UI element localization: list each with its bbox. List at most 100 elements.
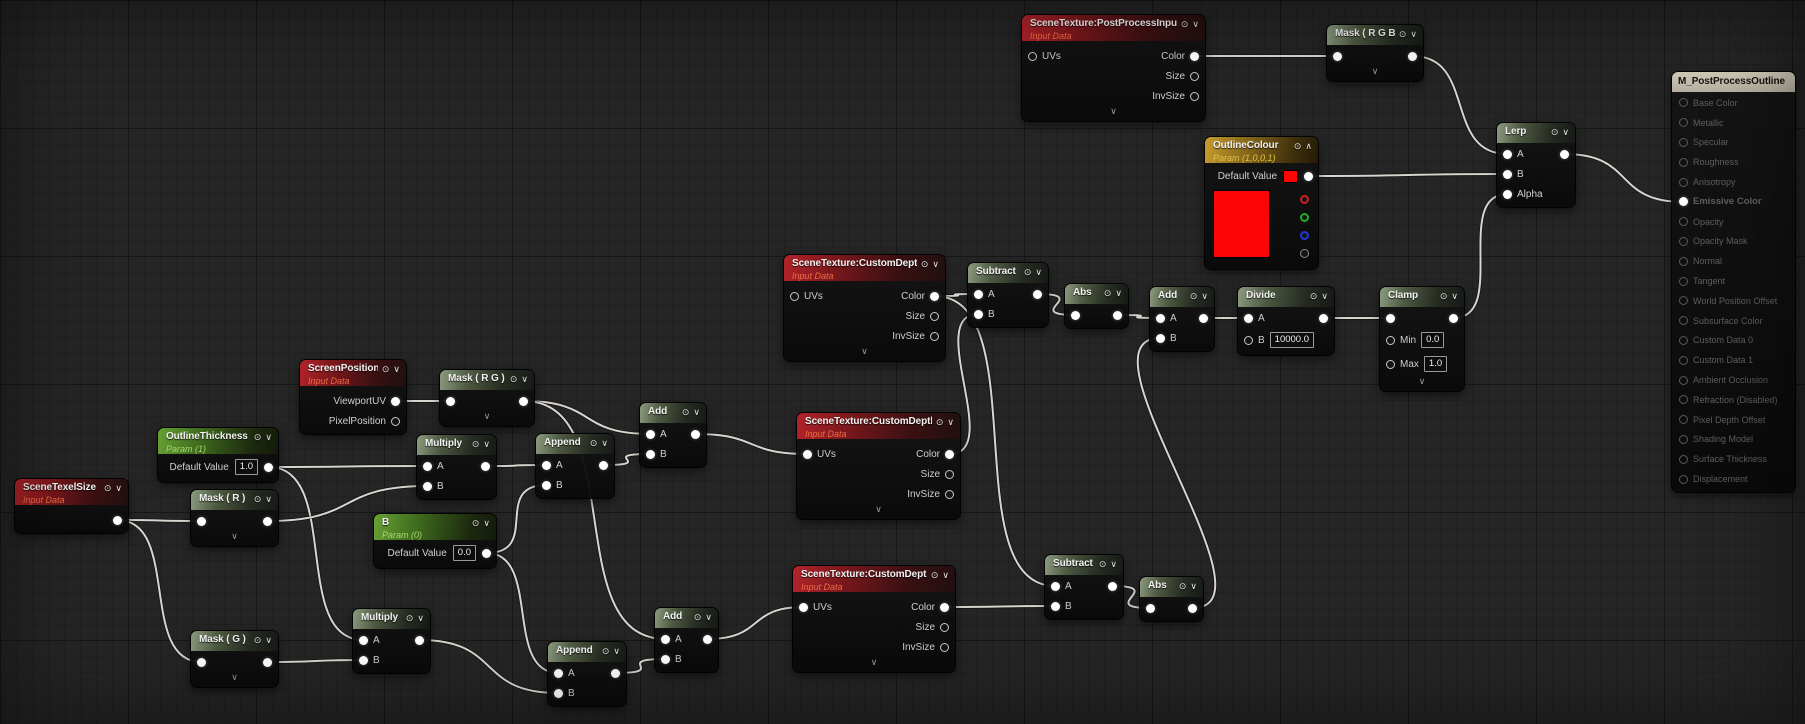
collapse-chevron-icon[interactable]: ∨ xyxy=(1410,29,1417,39)
collapse-chevron-icon[interactable]: ∨ xyxy=(1190,581,1197,591)
advanced-display-icon[interactable]: ⊙ xyxy=(381,364,390,374)
pin-b[interactable] xyxy=(974,309,983,319)
advanced-display-icon[interactable]: ⊙ xyxy=(1293,141,1302,151)
node-header[interactable]: Abs⊙∨ xyxy=(1140,577,1203,597)
pin-a[interactable] xyxy=(1156,313,1165,323)
node-header[interactable]: Add⊙∨ xyxy=(640,403,706,423)
pin-normal[interactable] xyxy=(1679,256,1688,266)
node-mask-g[interactable]: Mask ( G )⊙∨∨ xyxy=(191,631,278,687)
pin-tangent[interactable] xyxy=(1679,276,1688,286)
node-header[interactable]: Divide⊙∨ xyxy=(1238,287,1334,307)
node-abs-bot[interactable]: Abs⊙∨ xyxy=(1140,577,1203,621)
pin-out[interactable] xyxy=(264,462,273,472)
pin-color[interactable] xyxy=(945,449,954,459)
pin-custom-data-0[interactable] xyxy=(1679,335,1688,345)
node-mask-r[interactable]: Mask ( R )⊙∨∨ xyxy=(191,490,278,546)
pin-out[interactable] xyxy=(1449,313,1458,323)
advanced-display-icon[interactable]: ⊙ xyxy=(1398,29,1407,39)
pin-out[interactable] xyxy=(415,635,424,645)
node-header[interactable]: Append⊙∨ xyxy=(536,434,614,454)
advanced-display-icon[interactable]: ⊙ xyxy=(681,407,690,417)
pin-b[interactable] xyxy=(359,655,368,665)
collapse-chevron-icon[interactable]: ∨ xyxy=(265,494,272,504)
expand-node-chevron-icon[interactable]: ∨ xyxy=(861,346,868,356)
pin-out[interactable] xyxy=(1033,289,1042,299)
node-header[interactable]: Abs⊙∨ xyxy=(1065,284,1128,304)
pin-out[interactable] xyxy=(703,634,712,644)
node-header[interactable]: Append⊙∨ xyxy=(548,642,626,662)
pin-r[interactable] xyxy=(1300,194,1309,204)
collapse-chevron-icon[interactable]: ∨ xyxy=(705,612,712,622)
pin-out[interactable] xyxy=(481,461,490,471)
pin-emissive-color[interactable] xyxy=(1679,197,1688,207)
pin-a[interactable] xyxy=(423,461,432,471)
pin-invsize[interactable] xyxy=(940,642,949,652)
collapse-chevron-icon[interactable]: ∨ xyxy=(1562,127,1569,137)
expand-node-chevron-icon[interactable]: ∨ xyxy=(1371,66,1379,76)
advanced-display-icon[interactable]: ⊙ xyxy=(471,439,480,449)
pin-size[interactable] xyxy=(1190,71,1199,81)
pin-opacity-mask[interactable] xyxy=(1679,236,1688,246)
pin-out[interactable] xyxy=(1319,313,1328,323)
advanced-display-icon[interactable]: ⊙ xyxy=(601,646,610,656)
collapse-chevron-icon[interactable]: ∨ xyxy=(417,613,424,623)
pin-out[interactable] xyxy=(611,668,620,678)
pin-ambient-occlusion[interactable] xyxy=(1679,375,1688,385)
pin-g[interactable] xyxy=(1300,212,1309,222)
advanced-display-icon[interactable]: ⊙ xyxy=(253,494,262,504)
expand-node-chevron-icon[interactable]: ∨ xyxy=(870,657,878,667)
pin-displacement[interactable] xyxy=(1679,474,1688,484)
collapse-chevron-icon[interactable]: ∨ xyxy=(932,259,939,269)
pin-refraction[interactable] xyxy=(1679,395,1688,405)
pin-in[interactable] xyxy=(446,396,455,406)
advanced-display-icon[interactable]: ⊙ xyxy=(693,612,702,622)
pin-surface-thickness[interactable] xyxy=(1679,454,1688,464)
node-header[interactable]: Mask ( R G B )⊙∨ xyxy=(1327,25,1423,45)
collapse-chevron-icon[interactable]: ∨ xyxy=(393,364,400,374)
pin-out[interactable] xyxy=(263,516,272,526)
advanced-display-icon[interactable]: ⊙ xyxy=(253,635,262,645)
pin-invsize[interactable] xyxy=(1190,91,1199,101)
pin-out[interactable] xyxy=(1560,149,1569,159)
pin-a[interactable] xyxy=(554,668,563,678)
pin-out[interactable] xyxy=(599,460,608,470)
advanced-display-icon[interactable]: ⊙ xyxy=(1023,267,1032,277)
pin-size[interactable] xyxy=(930,311,939,321)
pin-a[interactable] xyxy=(1503,149,1512,159)
pin-pixel-depth-offset[interactable] xyxy=(1679,415,1688,425)
pin-out[interactable] xyxy=(1199,313,1208,323)
pin-uvs[interactable] xyxy=(799,602,808,612)
pin-b[interactable] xyxy=(1156,333,1165,343)
collapse-chevron-icon[interactable]: ∨ xyxy=(1321,291,1328,301)
pin-anisotropy[interactable] xyxy=(1679,177,1688,187)
pin-a[interactable] xyxy=(1051,581,1060,591)
pin-uvs[interactable] xyxy=(803,449,812,459)
expand-node-chevron-icon[interactable]: ∨ xyxy=(1418,376,1426,386)
collapse-chevron-icon[interactable]: ∨ xyxy=(115,483,122,493)
advanced-display-icon[interactable]: ⊙ xyxy=(253,432,262,442)
pin-b[interactable] xyxy=(423,481,432,491)
pin-in[interactable] xyxy=(197,516,206,526)
advanced-display-icon[interactable]: ⊙ xyxy=(935,417,944,427)
node-header[interactable]: Clamp⊙∨ xyxy=(1380,287,1464,307)
pin-color[interactable] xyxy=(940,602,949,612)
pin-b[interactable] xyxy=(1300,230,1309,240)
collapse-chevron-icon[interactable]: ∨ xyxy=(265,432,272,442)
advanced-display-icon[interactable]: ⊙ xyxy=(405,613,414,623)
node-header[interactable]: Multiply⊙∨ xyxy=(353,609,430,629)
pin-min[interactable] xyxy=(1386,335,1395,345)
pin-uvs[interactable] xyxy=(790,291,799,301)
collapse-chevron-icon[interactable]: ∨ xyxy=(265,635,272,645)
pin-out[interactable] xyxy=(1188,603,1197,613)
advanced-display-icon[interactable]: ⊙ xyxy=(471,518,480,528)
